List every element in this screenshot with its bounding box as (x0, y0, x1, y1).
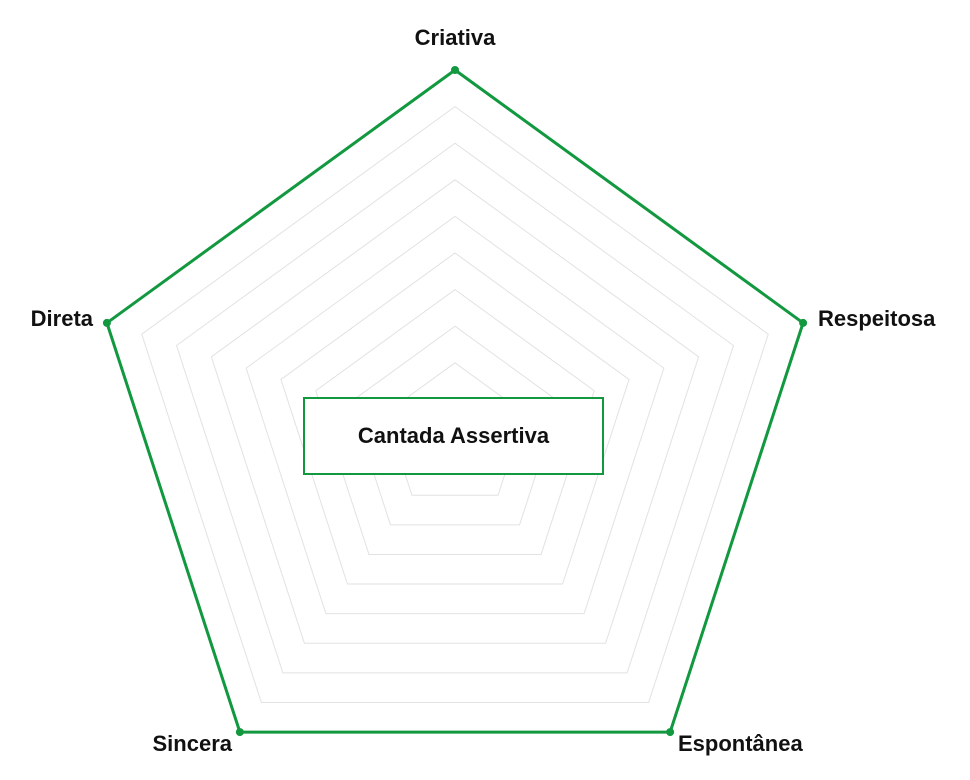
axis-label-respeitosa: Respeitosa (818, 306, 936, 331)
data-point (799, 318, 808, 327)
data-point (102, 318, 111, 327)
data-point (451, 66, 459, 74)
grid-ring (245, 215, 665, 615)
data-point (235, 728, 244, 737)
grid-ring (280, 252, 630, 585)
axis-label-criativa: Criativa (415, 25, 496, 50)
chart-title: Cantada Assertiva (303, 397, 604, 475)
grid-ring (141, 105, 769, 703)
grid-ring (210, 179, 700, 644)
axis-label-sincera: Sincera (153, 731, 233, 756)
axis-label-direta: Direta (31, 306, 94, 331)
axis-label-espontânea: Espontânea (678, 731, 803, 756)
grid-ring (175, 142, 735, 674)
series-line (105, 68, 805, 734)
data-point (666, 728, 675, 737)
grid-ring (349, 325, 561, 526)
grid-ring (315, 288, 595, 555)
